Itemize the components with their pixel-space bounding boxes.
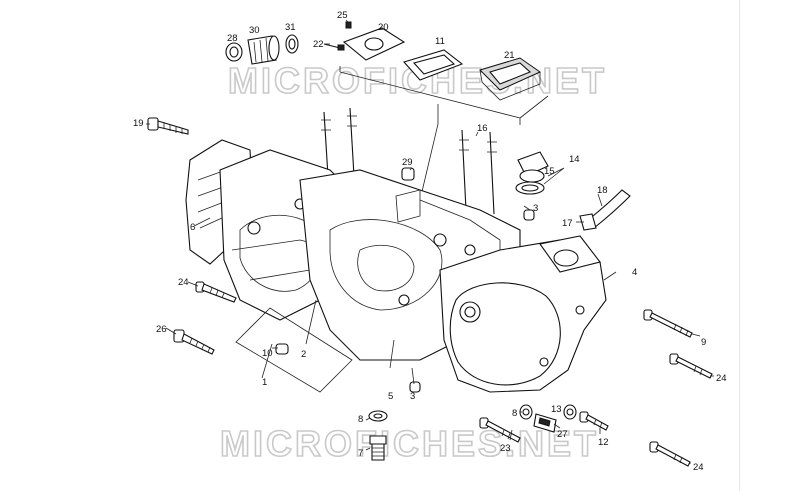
studs	[321, 107, 497, 215]
part-3-dowel-upper	[523, 209, 535, 221]
part-21-reed-body	[479, 69, 541, 101]
part-14-filler-cap	[515, 151, 549, 195]
callout-30: 30	[249, 25, 260, 36]
callout-14: 14	[569, 154, 580, 165]
callout-16: 16	[477, 123, 488, 134]
right-crankcase-cover	[439, 235, 607, 393]
part-31-clamp-inner	[288, 38, 296, 50]
callout-3-upper: 3	[533, 203, 538, 214]
reed-valve-group	[225, 21, 549, 201]
callout-22: 22	[313, 39, 324, 50]
part-24-bolt-bottom	[649, 441, 691, 467]
center-case-boss	[433, 233, 447, 247]
part-24-bolt-right	[669, 353, 713, 379]
part-3-dowel-lower	[409, 381, 421, 393]
callout-29: 29	[402, 157, 413, 168]
part-22-screw	[323, 43, 341, 49]
stud-3	[461, 129, 467, 211]
stud-1	[323, 111, 329, 177]
callout-3-lower: 3	[410, 391, 415, 402]
callout-18: 18	[597, 185, 608, 196]
callout-31: 31	[285, 22, 296, 33]
callout-8-right: 8	[512, 408, 517, 419]
leader-1	[261, 343, 273, 379]
callout-28: 28	[227, 33, 238, 44]
center-case-bore	[329, 219, 443, 311]
callout-12: 12	[598, 437, 609, 448]
part-12-bolt	[579, 411, 609, 431]
leader-lines	[146, 19, 714, 464]
part-27-drain-plug-head	[538, 417, 551, 427]
part-26-bolt	[173, 329, 215, 355]
callout-1: 1	[262, 377, 267, 388]
gasket-assembly-frame	[235, 307, 353, 393]
callout-15: 15	[544, 166, 555, 177]
part-6-fins	[197, 169, 227, 229]
part-13-washer-hole	[566, 408, 574, 416]
part-17-18-breather	[579, 189, 631, 231]
callout-17: 17	[562, 218, 573, 229]
part-4-upper-port	[553, 249, 579, 267]
assembly-frame-top	[339, 66, 549, 125]
part-8-washer-left-hole	[373, 413, 383, 419]
callout-23: 23	[500, 443, 511, 454]
callout-11: 11	[435, 36, 445, 47]
part-10-dowel	[275, 343, 289, 355]
callout-9: 9	[701, 337, 706, 348]
callout-2: 2	[301, 349, 306, 360]
page-edge-divider	[739, 0, 740, 491]
callout-24-right: 24	[716, 373, 727, 384]
callout-21: 21	[504, 50, 515, 61]
part-11-gasket-opening	[412, 54, 456, 75]
center-case-port	[395, 189, 421, 223]
callout-4: 4	[632, 267, 637, 278]
part-24-bolt-left	[195, 281, 237, 303]
callout-24-left: 24	[178, 277, 189, 288]
part-22-screw-head	[337, 44, 345, 51]
callout-8-left: 8	[358, 414, 363, 425]
part-21-reed-petals	[489, 62, 532, 85]
part-29-dowel	[401, 167, 415, 181]
watermark-bottom: MICROFICHES.NET	[220, 423, 599, 464]
stud-2	[349, 107, 355, 177]
callout-10: 10	[262, 348, 273, 359]
callout-5: 5	[388, 391, 393, 402]
part-4-screw-hole-2	[575, 305, 585, 315]
part-9-bolt	[643, 309, 693, 338]
callout-7: 7	[358, 448, 363, 459]
center-case-inner-bore	[357, 244, 415, 292]
part-30-intake-end	[268, 35, 280, 61]
part-4-shaft-hole-inner	[464, 306, 476, 318]
part-4-screw-hole	[539, 357, 549, 367]
part-20-flange-port	[364, 37, 384, 51]
callout-27: 27	[557, 429, 568, 440]
callout-6: 6	[190, 222, 195, 233]
callout-25: 25	[337, 10, 348, 21]
callout-19: 19	[133, 118, 144, 129]
part-7-plug-head	[369, 435, 387, 445]
left-case-boss	[247, 221, 261, 235]
part-8-washer-right-hole	[522, 408, 530, 416]
callout-20: 20	[378, 22, 389, 33]
callout-labels: 1 2 3 3 4 5 6 7 8 8 9 10 11 12 13 14 15 …	[133, 10, 727, 473]
part-7-plug-threads	[372, 447, 384, 457]
part-23-bolt	[479, 417, 521, 443]
callout-26: 26	[156, 324, 167, 335]
center-case-boss-2	[464, 244, 476, 256]
leader-to-case	[419, 104, 439, 201]
center-case-boss-3	[398, 294, 410, 306]
part-28-clamp-inner	[229, 46, 239, 58]
part-30-ribs	[253, 37, 269, 63]
stud-4	[489, 131, 495, 215]
part-25-screw	[345, 21, 352, 29]
part-19-bolt	[147, 117, 189, 135]
callout-24-bottom: 24	[693, 462, 704, 473]
callout-13: 13	[551, 404, 562, 415]
part-4-clutch-dome	[449, 282, 561, 386]
stud-threads	[321, 115, 497, 153]
